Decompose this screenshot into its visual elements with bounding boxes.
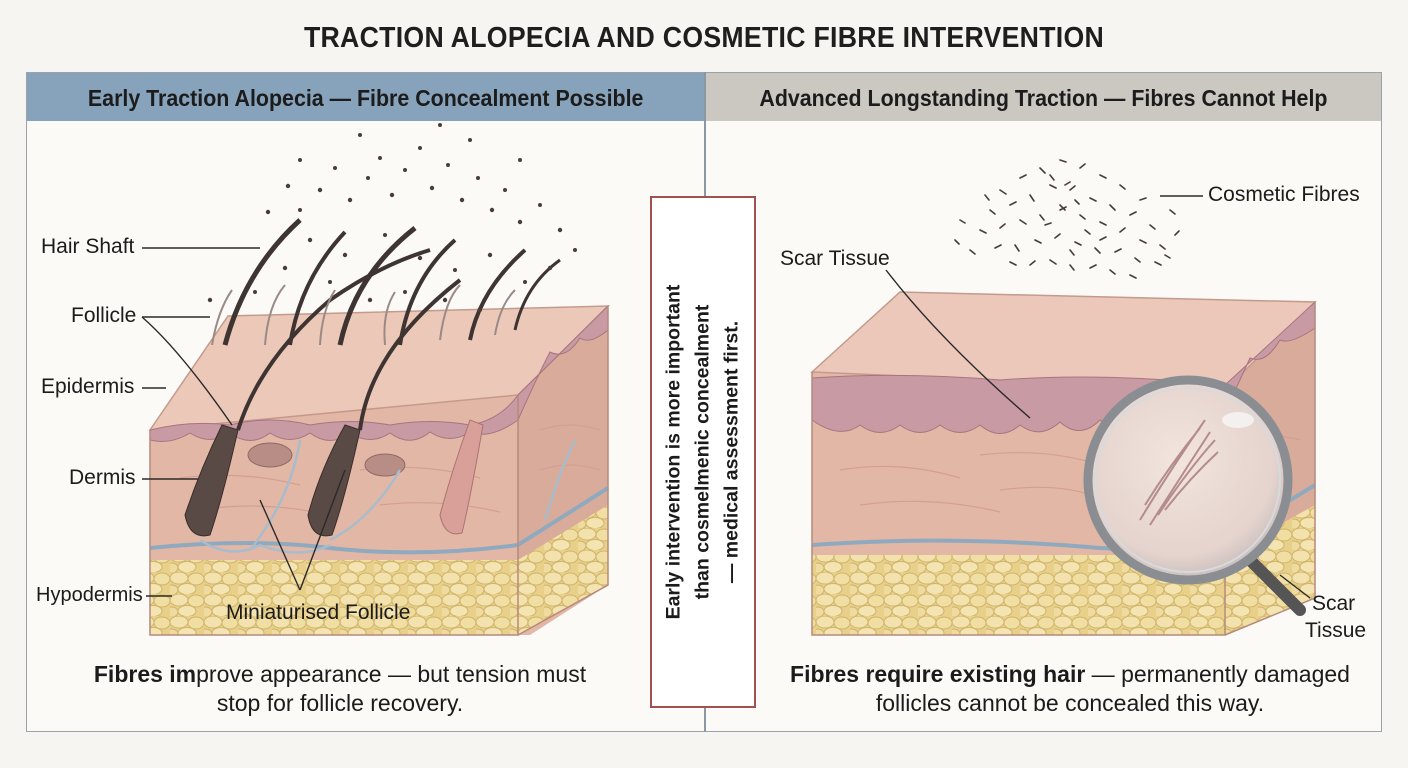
left-caption: Fibres improve appearance — but tension …: [40, 660, 640, 718]
right-caption-line2: follicles cannot be concealed this way.: [875, 690, 1265, 716]
left-panel-header-text: Early Traction Alopecia — Fibre Concealm…: [87, 85, 644, 111]
center-note-box: [650, 196, 756, 708]
left-caption-line2: stop for follicle recovery.: [216, 690, 464, 716]
label-hair-shaft: Hair Shaft: [41, 235, 135, 258]
cosmetic-fibres-cluster: [954, 159, 1180, 279]
right-caption-rest: — permanently damaged: [1085, 661, 1350, 687]
right-panel-header: Advanced Longstanding Traction — Fibres …: [706, 73, 1381, 121]
label-follicle: Follicle: [71, 304, 137, 327]
label-scar-tissue-zoom-line2: Tissue: [1305, 619, 1367, 642]
label-scar-tissue-surface: Scar Tissue: [780, 247, 890, 270]
leader-lines: [141, 195, 1311, 599]
label-dermis: Dermis: [69, 466, 136, 489]
right-panel-header-text: Advanced Longstanding Traction — Fibres …: [759, 85, 1328, 111]
right-caption-bold: Fibres require existing hair: [790, 661, 1086, 687]
center-note-line3: — medical assessment first.: [720, 320, 743, 584]
label-hypodermis: Hypodermis: [36, 584, 143, 606]
right-skin-block: [810, 291, 1317, 636]
left-caption-bold: Fibres im: [93, 661, 197, 687]
center-note-text: Early intervention is more important tha…: [660, 202, 747, 702]
right-caption: Fibres require existing hair — permanent…: [770, 660, 1370, 718]
left-caption-rest: prove appearance — but tension must: [196, 661, 587, 687]
center-note-line2: than cosmelmenic concealment: [691, 304, 714, 600]
center-note-line1: Early intervention is more important: [662, 284, 685, 620]
page-title: TRACTION ALOPECIA AND COSMETIC FIBRE INT…: [303, 22, 1105, 54]
left-panel-header: Early Traction Alopecia — Fibre Concealm…: [27, 73, 704, 121]
label-cosmetic-fibres: Cosmetic Fibres: [1208, 183, 1360, 206]
label-miniaturised-follicle: Miniaturised Follicle: [226, 601, 411, 624]
label-epidermis: Epidermis: [41, 375, 135, 398]
left-fibre-particles: [207, 123, 577, 312]
left-skin-block: [148, 218, 610, 636]
label-scar-tissue-zoom-line1: Scar: [1312, 592, 1356, 615]
